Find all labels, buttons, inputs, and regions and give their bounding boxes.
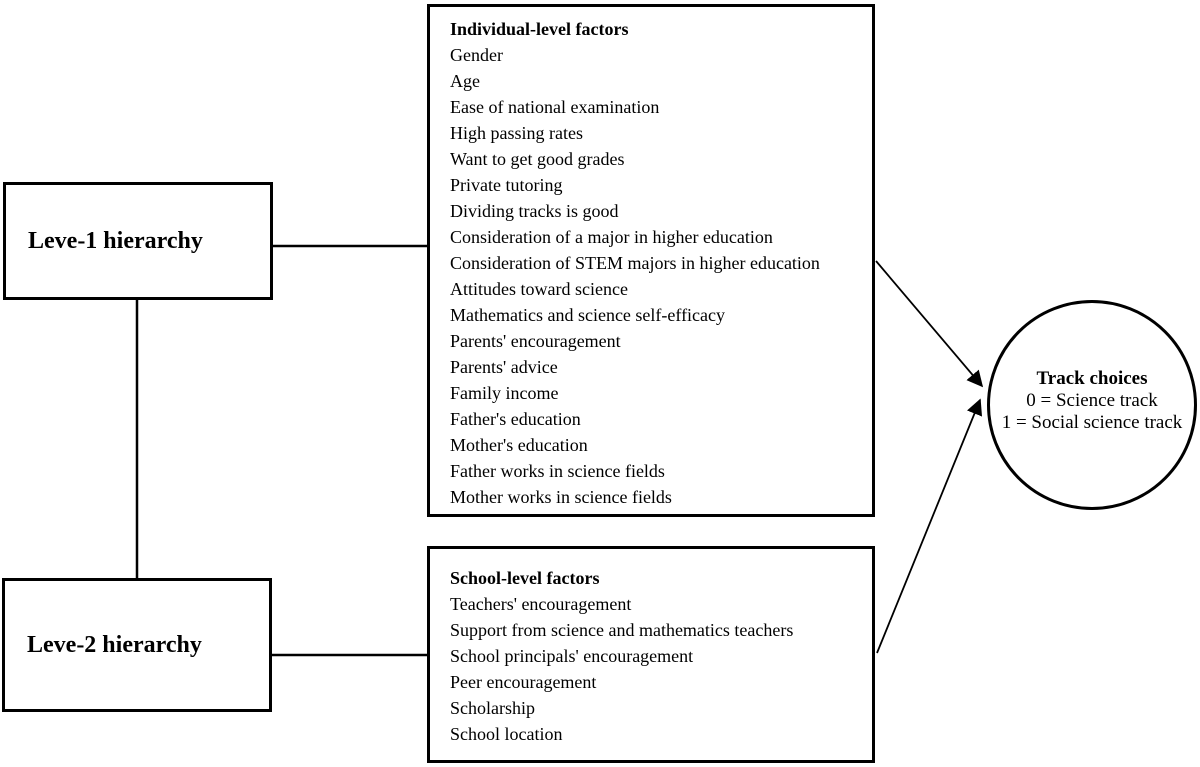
school-factor-item: Teachers' encouragement [450, 594, 632, 614]
individual-factor-item: Attitudes toward science [450, 279, 628, 299]
school-factor-item: Scholarship [450, 698, 535, 718]
individual-factor-item: Mother's education [450, 435, 588, 455]
arrow-individual-to-outcome [875, 260, 984, 388]
individual-factor-item: Consideration of STEM majors in higher e… [450, 253, 820, 273]
level1-hierarchy-label: Leve-1 hierarchy [28, 227, 203, 254]
individual-factor-item: Consideration of a major in higher educa… [450, 227, 773, 247]
individual-factor-item: Dividing tracks is good [450, 201, 619, 221]
track-choice-science: 0 = Science track [1026, 390, 1158, 411]
school-factor-item: School principals' encouragement [450, 646, 694, 666]
track-choices-circle: Track choices 0 = Science track 1 = Soci… [987, 300, 1197, 510]
individual-factor-item: Father's education [450, 409, 581, 429]
individual-factor-item: Mathematics and science self-efficacy [450, 305, 726, 325]
individual-factor-item: High passing rates [450, 123, 583, 143]
individual-factor-item: Parents' encouragement [450, 331, 621, 351]
individual-factor-item: Gender [450, 45, 503, 65]
school-factor-item: Peer encouragement [450, 672, 597, 692]
level1-hierarchy-box: Leve-1 hierarchy [3, 182, 273, 300]
individual-factor-item: Private tutoring [450, 175, 563, 195]
level2-hierarchy-label: Leve-2 hierarchy [27, 631, 202, 658]
school-factors-title: School-level factors [450, 568, 600, 588]
track-choices-title: Track choices [1036, 368, 1148, 389]
individual-factor-item: Father works in science fields [450, 461, 665, 481]
level2-hierarchy-box: Leve-2 hierarchy [2, 578, 272, 712]
school-factor-item: Support from science and mathematics tea… [450, 620, 794, 640]
track-choice-social-science: 1 = Social science track [1001, 412, 1183, 433]
individual-factor-item: Age [450, 71, 480, 91]
individual-factors-title: Individual-level factors [450, 19, 629, 39]
school-factors-box: School-level factors Teachers' encourage… [427, 546, 875, 763]
individual-factor-item: Parents' advice [450, 357, 558, 377]
individual-factor-item: Mother works in science fields [450, 487, 672, 507]
individual-factor-item: Want to get good grades [450, 149, 625, 169]
individual-factor-item: Family income [450, 383, 559, 403]
individual-factor-item: Ease of national examination [450, 97, 660, 117]
school-factor-item: School location [450, 724, 563, 744]
arrow-school-to-outcome [876, 398, 983, 654]
individual-factors-box: Individual-level factors Gender Age Ease… [427, 4, 875, 517]
